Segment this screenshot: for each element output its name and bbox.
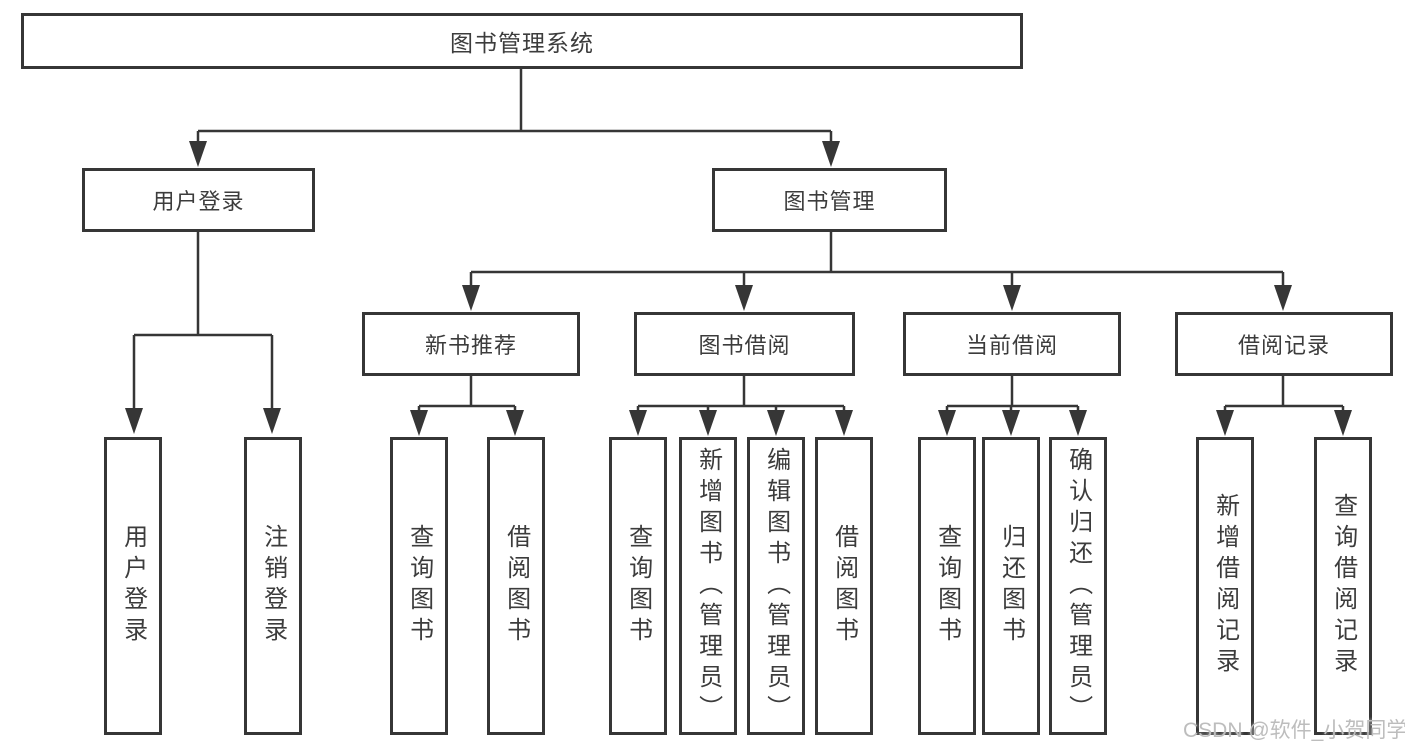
node-root: 图书管理系统 bbox=[21, 13, 1023, 69]
leaf-label: 确认归还（管理员） bbox=[1064, 446, 1092, 726]
node-book-mgmt: 图书管理 bbox=[712, 168, 947, 232]
node-new-book-rec: 新书推荐 bbox=[362, 312, 580, 376]
node-book-borrow: 图书借阅 bbox=[634, 312, 855, 376]
leaf-label: 归还图书 bbox=[997, 524, 1025, 648]
watermark: CSDN @软件_小贺同学 bbox=[1183, 719, 1405, 742]
leaf-logout: 注销登录 bbox=[244, 437, 302, 735]
leaf-label: 新增借阅记录 bbox=[1211, 493, 1239, 679]
leaf-borrow-borrow-books: 借阅图书 bbox=[815, 437, 873, 735]
arrowheads bbox=[125, 141, 1352, 436]
node-current-borrow: 当前借阅 bbox=[903, 312, 1121, 376]
leaf-borrow-edit-books-admin: 编辑图书（管理员） bbox=[747, 437, 805, 735]
leaf-current-confirm-return-admin: 确认归还（管理员） bbox=[1049, 437, 1107, 735]
leaf-label: 用户登录 bbox=[119, 524, 147, 648]
leaf-label: 查询图书 bbox=[405, 524, 433, 648]
leaf-newrec-query-books: 查询图书 bbox=[390, 437, 448, 735]
leaf-label: 查询图书 bbox=[933, 524, 961, 648]
leaf-label: 编辑图书（管理员） bbox=[762, 446, 790, 726]
leaf-label: 借阅图书 bbox=[830, 524, 858, 648]
leaf-label: 新增图书（管理员） bbox=[694, 446, 722, 726]
leaf-borrow-add-books-admin: 新增图书（管理员） bbox=[679, 437, 737, 735]
leaf-records-query-record: 查询借阅记录 bbox=[1314, 437, 1372, 735]
leaf-label: 查询图书 bbox=[624, 524, 652, 648]
leaf-borrow-query-books: 查询图书 bbox=[609, 437, 667, 735]
leaf-label: 借阅图书 bbox=[502, 524, 530, 648]
leaf-user-login: 用户登录 bbox=[104, 437, 162, 735]
leaf-current-return-books: 归还图书 bbox=[982, 437, 1040, 735]
leaf-label: 注销登录 bbox=[259, 524, 287, 648]
leaf-label: 查询借阅记录 bbox=[1329, 493, 1357, 679]
leaf-newrec-borrow-books: 借阅图书 bbox=[487, 437, 545, 735]
node-user-login: 用户登录 bbox=[82, 168, 315, 232]
leaf-current-query-books: 查询图书 bbox=[918, 437, 976, 735]
node-borrow-records: 借阅记录 bbox=[1175, 312, 1393, 376]
leaf-records-add-record: 新增借阅记录 bbox=[1196, 437, 1254, 735]
